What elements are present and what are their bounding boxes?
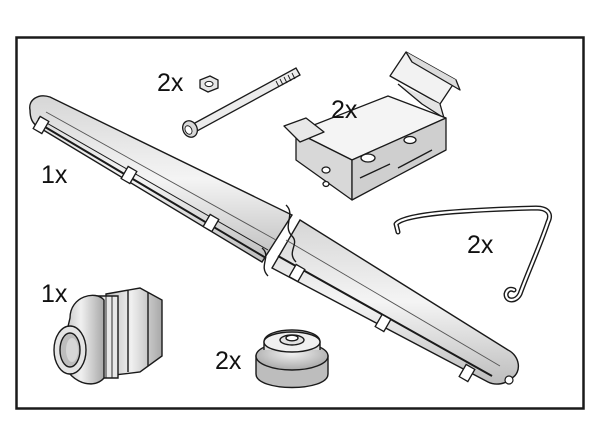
quantity-label-cable-gland: 1x xyxy=(41,280,68,308)
hex-nut-icon xyxy=(199,75,219,93)
quantity-label-nut-bolt: 2x xyxy=(157,69,184,97)
quantity-label-luminaire: 1x xyxy=(41,161,68,189)
blanking-plug-icon xyxy=(255,329,329,389)
luminaire-housing-icon xyxy=(29,95,519,385)
wire-clip-icon xyxy=(393,205,552,303)
mounting-bracket-icon xyxy=(283,51,461,201)
quantity-label-blanking-plug: 2x xyxy=(215,347,242,375)
quantity-label-wire-clip: 2x xyxy=(467,231,494,259)
quantity-label-bracket: 2x xyxy=(331,96,358,124)
bolt-icon xyxy=(181,67,301,138)
cable-gland-icon xyxy=(53,287,163,385)
